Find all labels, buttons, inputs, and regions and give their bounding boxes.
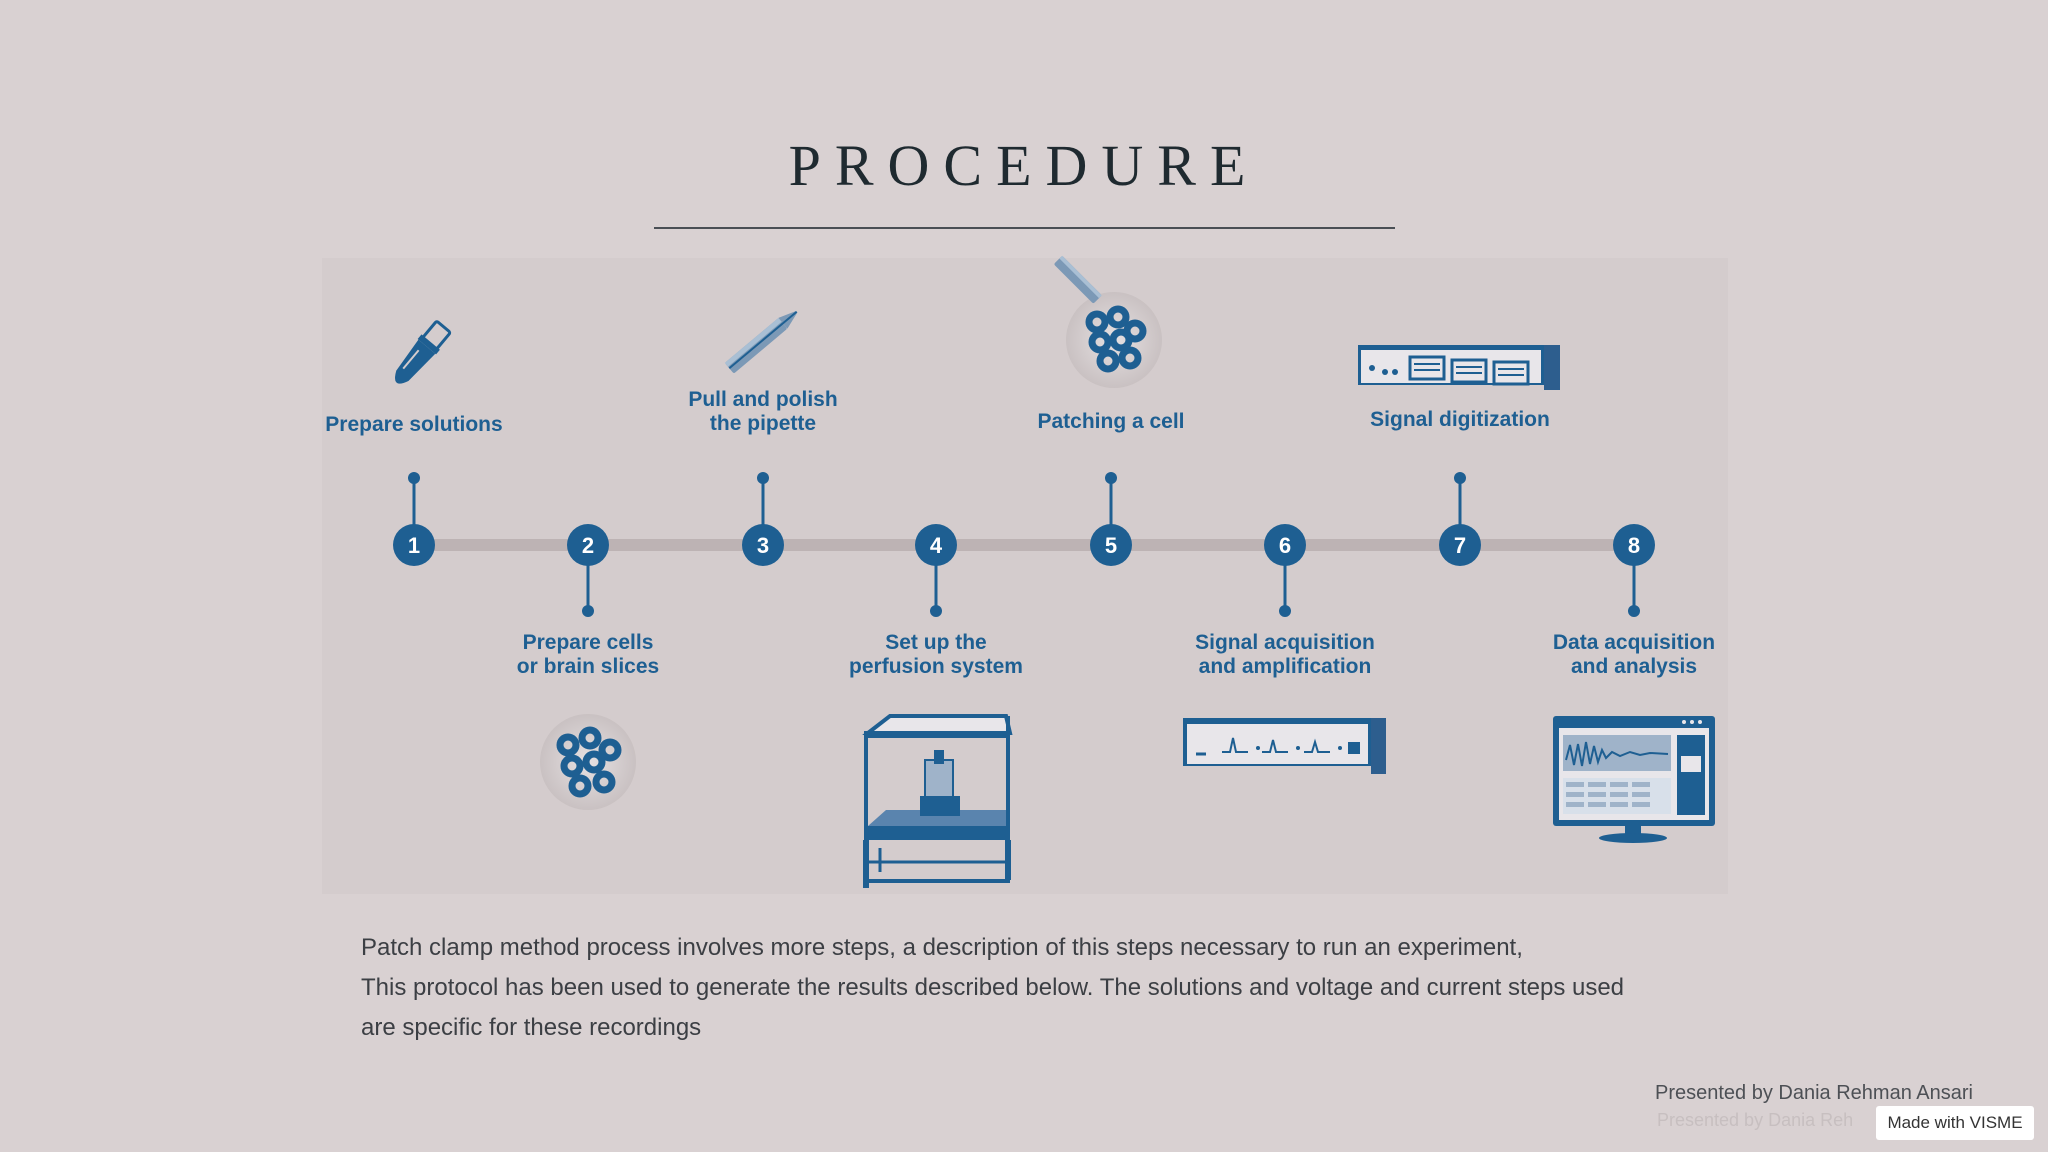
made-with-visme-badge[interactable]: Made with VISME <box>1876 1106 2034 1140</box>
step-number-3: 3 <box>757 533 769 558</box>
step-node-7: 7 <box>1439 524 1481 566</box>
step-label-1: Prepare solutions <box>325 413 503 436</box>
patched-cell-icon <box>1054 255 1162 388</box>
step-number-2: 2 <box>582 533 594 558</box>
step-label-2: Prepare cells or brain slices <box>516 631 660 678</box>
amplifier-icon <box>1183 718 1386 774</box>
presenter-credit: Presented by Dania Rehman Ansari <box>1655 1082 1973 1104</box>
step-number-1: 1 <box>408 533 420 558</box>
step-node-5: 5 <box>1090 524 1132 566</box>
connector-step-7 <box>1454 472 1466 525</box>
step-node-1: 1 <box>393 524 435 566</box>
monitor-icon <box>1553 716 1715 843</box>
page-title: PROCEDURE <box>788 133 1260 198</box>
presenter-credit-ghost: Presented by Dania Reh <box>1657 1110 1854 1130</box>
step-number-7: 7 <box>1454 533 1466 558</box>
cell-cluster-icon <box>540 714 636 810</box>
connector-step-5 <box>1105 472 1117 525</box>
step-number-8: 8 <box>1628 533 1640 558</box>
step-number-4: 4 <box>930 533 943 558</box>
step-label-7: Signal digitization <box>1370 408 1550 431</box>
step-label-5: Patching a cell <box>1037 410 1185 433</box>
description: Patch clamp method process involves more… <box>361 928 1661 1048</box>
description-line-2: This protocol has been used to generate … <box>361 974 1625 1041</box>
step-label-3: Pull and polish the pipette <box>688 388 838 435</box>
digitizer-icon <box>1358 345 1560 390</box>
description-line-1: Patch clamp method process involves more… <box>361 934 1523 961</box>
step-label-4: Set up the perfusion system <box>849 631 1023 678</box>
rig-cage-icon <box>862 714 1013 888</box>
connector-step-8 <box>1628 565 1640 617</box>
step-node-3: 3 <box>742 524 784 566</box>
step-label-6: Signal acquisition and amplification <box>1195 631 1375 678</box>
dropper-icon <box>395 320 452 384</box>
connector-step-2 <box>582 565 594 617</box>
step-node-8: 8 <box>1613 524 1655 566</box>
step-node-6: 6 <box>1264 524 1306 566</box>
title-divider <box>654 227 1395 229</box>
step-number-5: 5 <box>1105 533 1117 558</box>
pipette-icon <box>724 310 798 373</box>
step-label-8: Data acquisition and analysis <box>1552 631 1716 678</box>
connector-step-6 <box>1279 565 1291 617</box>
timeline-track <box>410 539 1635 551</box>
step-node-4: 4 <box>915 524 957 566</box>
connector-step-4 <box>930 565 942 617</box>
step-number-6: 6 <box>1279 533 1291 558</box>
connector-step-1 <box>408 472 420 525</box>
connector-step-3 <box>757 472 769 525</box>
step-node-2: 2 <box>567 524 609 566</box>
